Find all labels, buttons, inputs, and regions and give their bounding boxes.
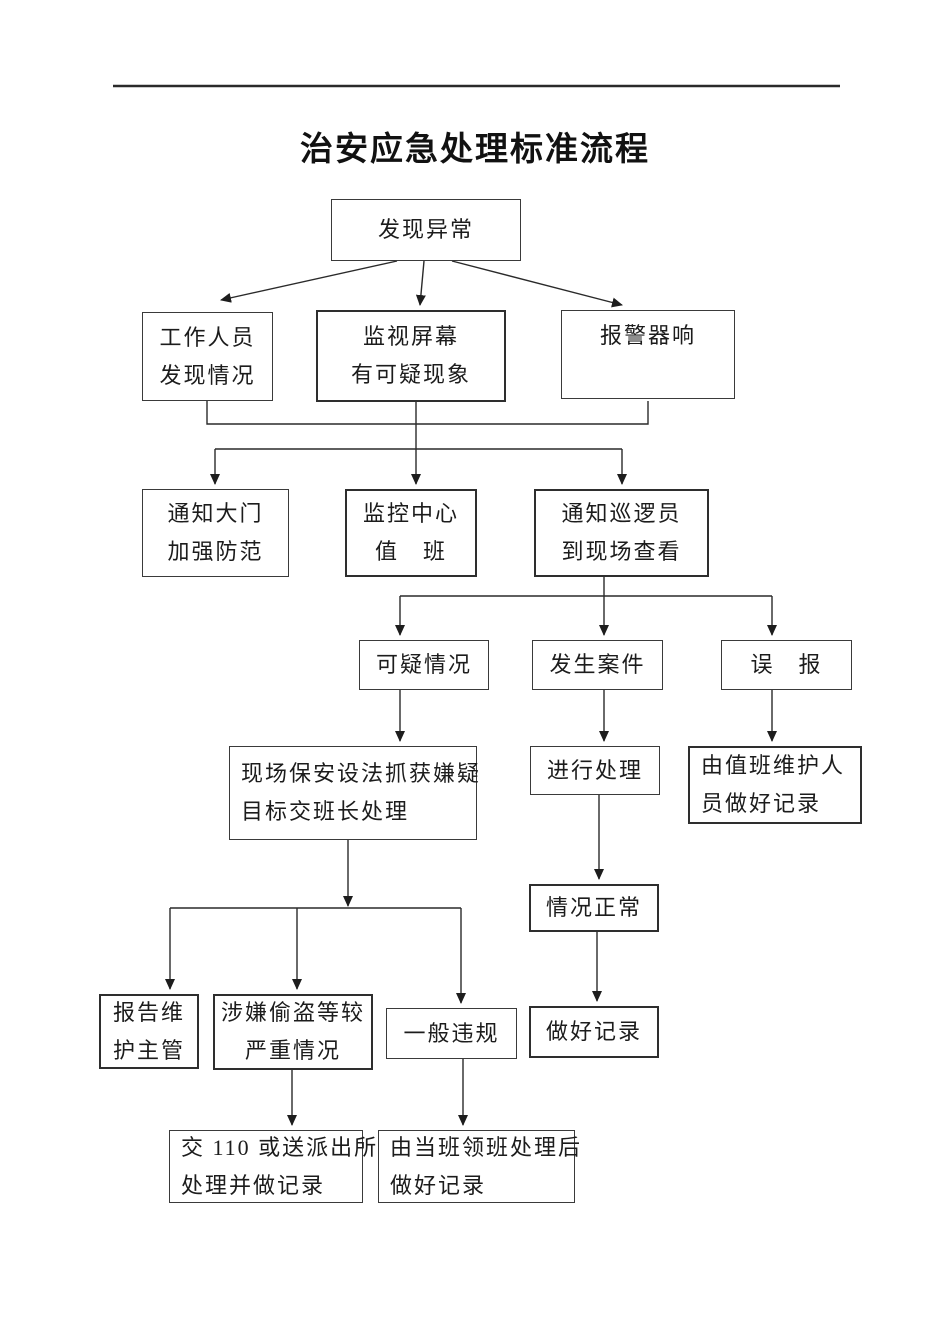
flow-node-monitor-screen: 监视屏幕 有可疑现象 <box>316 310 506 402</box>
node-label-line: 工作人员 <box>159 324 256 350</box>
node-label-line: 涉嫌偷盗等较 <box>220 1000 365 1025</box>
node-label-line: 有可疑现象 <box>350 362 471 387</box>
page-title: 治安应急处理标准流程 <box>300 132 650 168</box>
flow-node-staff-found: 工作人员 发现情况 <box>142 312 273 401</box>
flow-node-theft-serious: 涉嫌偷盗等较 严重情况 <box>213 994 373 1070</box>
node-label-line: 做好记录 <box>545 1019 642 1044</box>
node-label-line: 可疑情况 <box>375 652 472 677</box>
edge-discover-staff <box>220 260 398 303</box>
flow-node-alarm-sound: 报警器响 <box>561 310 735 399</box>
node-label-line: 监控中心 <box>362 501 459 526</box>
node-label-line: 进行处理 <box>546 757 643 783</box>
flow-node-general-violation: 一般违规 <box>386 1008 517 1059</box>
node-label-line: 交 110 或送派出所 <box>181 1134 379 1160</box>
flow-node-situation-normal: 情况正常 <box>529 884 659 932</box>
node-label-line: 误 报 <box>750 652 823 677</box>
node-label-line: 严重情况 <box>244 1038 341 1063</box>
node-label-line: 目标交班长处理 <box>241 799 410 824</box>
node-label-line: 通知大门 <box>167 501 264 526</box>
flow-node-guard-capture: 现场保安设法抓获嫌疑 目标交班长处理 <box>229 746 479 840</box>
node-label-line: 由值班维护人 <box>701 753 846 778</box>
flow-node-suspicious-case: 可疑情况 <box>359 640 489 690</box>
flow-node-report-supervisor: 报告维 护主管 <box>99 994 199 1069</box>
node-label-line: 做好记录 <box>390 1172 487 1198</box>
node-label-line: 加强防范 <box>167 539 264 564</box>
flow-node-hand-to-police: 交 110 或送派出所 处理并做记录 <box>169 1130 376 1203</box>
node-label-line: 发现异常 <box>377 217 474 242</box>
node-label-line: 由当班领班处理后 <box>390 1134 583 1160</box>
flow-node-duty-maintenance-record: 由值班维护人 员做好记录 <box>688 746 862 824</box>
flow-node-foreman-handle: 由当班领班处理后 做好记录 <box>378 1130 580 1203</box>
node-label-line: 现场保安设法抓获嫌疑 <box>241 761 482 786</box>
flow-node-process-handle: 进行处理 <box>530 746 660 795</box>
node-label-line: 一般违规 <box>403 1020 500 1046</box>
flow-node-notify-patrol: 通知巡逻员 到现场查看 <box>534 489 709 577</box>
edge-discover-monitor <box>415 260 426 306</box>
node-label-line: 值 班 <box>374 539 447 564</box>
node-label-line: 报警器响 <box>599 323 696 348</box>
node-label-line: 发生案件 <box>549 652 646 677</box>
node-label-line: 到现场查看 <box>561 539 682 564</box>
edge-discover-alarm <box>451 260 623 308</box>
flow-node-control-room: 监控中心 值 班 <box>345 489 477 577</box>
flow-node-false-alarm: 误 报 <box>721 640 852 690</box>
merge-bar-row-b <box>206 401 649 425</box>
flow-node-incident-case: 发生案件 <box>532 640 663 690</box>
node-label-line: 报告维 <box>112 999 185 1025</box>
node-label-line: 护主管 <box>112 1037 185 1063</box>
flow-node-make-record: 做好记录 <box>529 1006 659 1058</box>
node-label-line: 监视屏幕 <box>362 324 459 349</box>
node-label-line: 情况正常 <box>545 895 642 920</box>
node-label-line: 处理并做记录 <box>181 1172 326 1198</box>
flow-node-notify-gate: 通知大门 加强防范 <box>142 489 289 577</box>
node-label-line: 员做好记录 <box>701 791 822 816</box>
node-label-line: 发现情况 <box>159 362 256 388</box>
flow-node-discover: 发现异常 <box>331 199 521 261</box>
node-label-line: 通知巡逻员 <box>561 501 682 526</box>
